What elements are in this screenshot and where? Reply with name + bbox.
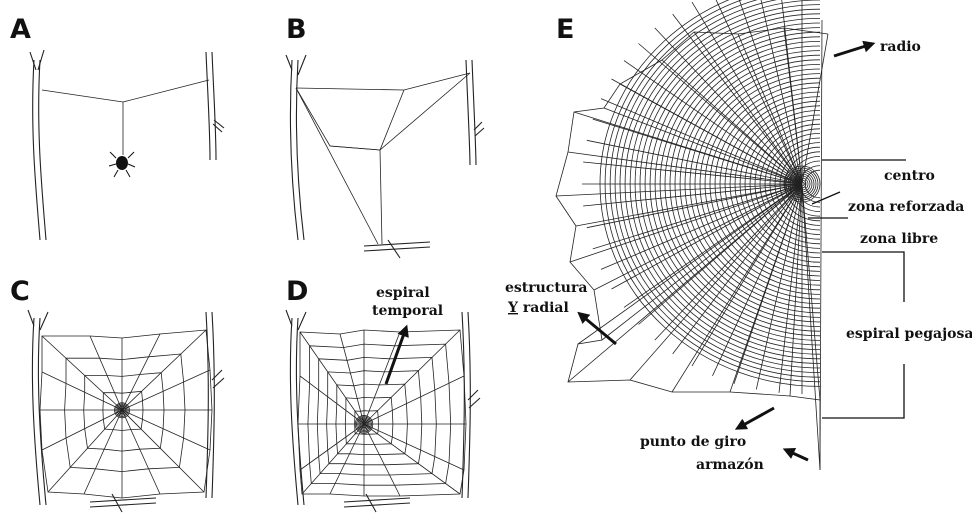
label-espiral-pegajosa: espiral pegajosa <box>846 326 972 342</box>
web-radius <box>90 336 122 410</box>
armazon-arrow <box>786 450 808 460</box>
panel-e-letter: E <box>556 14 574 45</box>
web-frame-edge <box>820 20 822 470</box>
web-radius <box>122 334 160 410</box>
web-radius <box>42 410 122 450</box>
label-temporal: temporal <box>372 303 443 319</box>
panel-d-web <box>298 330 466 496</box>
panel-b-right-twig <box>466 60 484 165</box>
label-punto-de-giro: punto de giro <box>640 434 746 450</box>
web-frame-thread <box>298 330 466 496</box>
panel-a-spider <box>109 152 135 177</box>
panel-d-bottom-twig <box>344 494 410 512</box>
panel-d-right-twig <box>462 312 480 498</box>
web-radius <box>48 410 122 492</box>
panel-a-right-twig <box>206 52 224 160</box>
label-espiral: espiral <box>376 285 430 301</box>
label-y-radial: Y radial <box>507 300 569 316</box>
panel-c: C <box>10 276 224 512</box>
label-estructura: estructura <box>505 280 587 296</box>
panel-a-letter: A <box>10 14 31 45</box>
web-radius <box>122 410 160 494</box>
label-radio: radio <box>880 39 921 55</box>
web-radius <box>802 184 820 470</box>
web-radius <box>84 410 122 494</box>
panel-c-right-twig <box>206 312 224 498</box>
panel-b-bottom-twig <box>364 240 430 258</box>
panel-e: E radio centro zona reforzada zona libre… <box>505 0 972 473</box>
web-radius <box>122 330 206 410</box>
panel-e-half-web <box>556 0 828 470</box>
panel-b-left-twig <box>286 55 306 240</box>
panel-a-threads <box>42 80 209 155</box>
label-zona-libre: zona libre <box>860 231 938 247</box>
panel-d-letter: D <box>286 276 308 307</box>
panel-c-bottom-twig <box>90 494 156 512</box>
panel-c-letter: C <box>10 276 30 307</box>
panel-d: D espiral temporal <box>286 276 480 512</box>
label-zona-reforzada: zona reforzada <box>848 199 964 215</box>
label-radial: radial <box>518 300 569 316</box>
web-radius <box>612 184 803 289</box>
web-radius <box>42 336 122 410</box>
espiral-temporal-arrow <box>386 328 406 384</box>
panel-b: B <box>286 14 484 258</box>
web-radius <box>122 370 210 410</box>
panel-d-left-twig <box>286 310 306 505</box>
estructura-radial-arrow <box>580 314 616 344</box>
web-radius <box>122 410 204 492</box>
panel-b-letter: B <box>286 14 307 45</box>
web-radius <box>612 79 803 184</box>
panel-a: A <box>10 14 224 240</box>
web-radius <box>624 184 802 307</box>
label-armazon: armazón <box>696 457 764 473</box>
panel-c-web <box>40 330 212 498</box>
web-radius <box>42 372 122 410</box>
panel-a-left-twig <box>30 50 46 240</box>
radio-arrow <box>834 44 872 56</box>
label-centro: centro <box>884 168 935 184</box>
panel-b-frame-threads <box>296 73 470 244</box>
web-radius <box>122 410 210 450</box>
punto-de-giro-arrow <box>738 408 774 428</box>
zona-reforzada-leader <box>812 192 840 204</box>
